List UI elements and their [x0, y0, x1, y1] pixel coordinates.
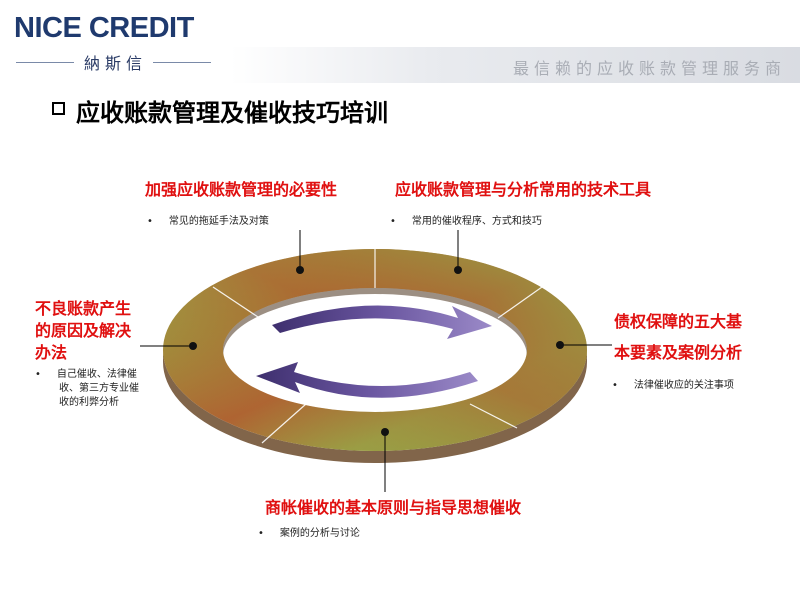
topic-left-heading-line-1: 不良账款产生: [35, 299, 132, 318]
topic-right-bullet-text: 法律催收应的关注事项: [633, 380, 734, 391]
topic-left-bullet-line-2: 收、第三方专业催: [59, 383, 139, 394]
topic-right-heading-line-2: 本要素及案例分析: [614, 343, 743, 362]
page-title: 应收账款管理及催收技巧培训: [76, 99, 388, 127]
logo-subtitle: 納斯信: [16, 52, 212, 73]
logo-rule-left: [16, 61, 74, 63]
divider-bottom-right: [469, 403, 518, 429]
topic-left-bullet: • 自己催收、法律催 收、第三方专业催 收的利弊分析: [35, 368, 139, 410]
divider-top-right: [497, 286, 543, 319]
dot-right: [556, 341, 564, 349]
logo-rule-right: [153, 61, 212, 63]
dot-top-left: [296, 266, 304, 274]
topic-bottom-bullet-text: 案例的分析与讨论: [279, 528, 360, 539]
slogan: 最信赖的应收账款管理服务商: [512, 59, 786, 78]
topic-left-heading-line-2: 的原因及解决: [35, 321, 132, 340]
divider-top-left: [212, 286, 259, 318]
topic-left-bullet-line-3: 收的利弊分析: [59, 397, 119, 408]
topic-right-heading: 债权保障的五大基 本要素及案例分析: [614, 306, 742, 368]
topic-top-right-bullet: 常用的催收程序、方式和技巧: [390, 212, 542, 227]
topic-top-right-bullet-text: 常用的催收程序、方式和技巧: [411, 216, 542, 227]
arrow-bottom-icon: [256, 362, 478, 398]
dot-left: [189, 342, 197, 350]
topic-left-heading-line-3: 办法: [35, 343, 68, 362]
topic-right-heading-line-1: 债权保障的五大基: [614, 312, 743, 331]
divider-bottom-left: [261, 403, 307, 444]
topic-top-right-heading: 应收账款管理与分析常用的技术工具: [395, 180, 652, 199]
topic-bottom-heading: 商帐催收的基本原则与指导思想催收: [265, 498, 522, 517]
logo-name-text: NICE CREDIT: [14, 12, 194, 44]
topic-top-left-heading: 加强应收账款管理的必要性: [145, 180, 338, 199]
logo-subtitle-text: 納斯信: [84, 54, 148, 73]
bullet-mark: •: [35, 369, 41, 380]
topic-right-bullet: 法律催收应的关注事项: [612, 376, 734, 391]
arrow-top-icon: [272, 305, 492, 339]
ring-dividers: [212, 249, 543, 444]
title-bullet-box: [52, 102, 65, 115]
topic-bottom-bullet: 案例的分析与讨论: [258, 524, 360, 539]
ring-top-overlay: [163, 249, 587, 451]
logo-wordmark: NICE CREDIT: [14, 14, 194, 43]
header-band: [230, 47, 800, 83]
topic-left-heading: 不良账款产生 的原因及解决 办法: [35, 298, 131, 364]
dot-top-right: [454, 266, 462, 274]
topic-top-left-bullet: 常见的拖延手法及对策: [147, 212, 269, 227]
callouts: [140, 230, 612, 492]
dot-bottom: [381, 428, 389, 436]
topic-top-left-bullet-text: 常见的拖延手法及对策: [168, 216, 269, 227]
topic-left-bullet-line-1: 自己催收、法律催: [56, 369, 137, 380]
